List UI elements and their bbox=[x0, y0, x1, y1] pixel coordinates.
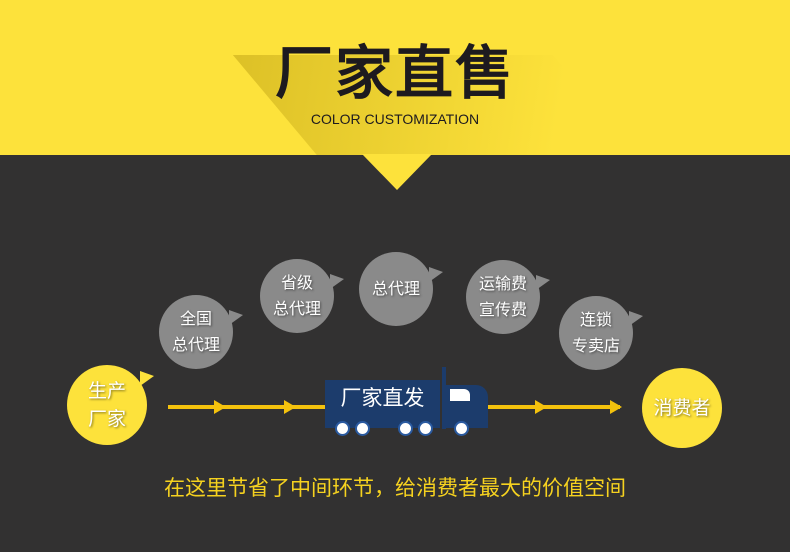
arrow-icon bbox=[214, 400, 226, 414]
bubble-line: 总代理 bbox=[171, 335, 220, 354]
truck-cargo: 厂家直发 bbox=[325, 380, 440, 428]
bubble-tail bbox=[536, 275, 550, 290]
truck-cab bbox=[446, 385, 488, 428]
bubble-national-agent: 全国总代理 bbox=[159, 295, 233, 369]
arrow-icon bbox=[610, 400, 622, 414]
wheel bbox=[355, 421, 370, 436]
arrow-icon bbox=[535, 400, 547, 414]
bubble-tail bbox=[330, 274, 344, 289]
truck-icon: 厂家直发 bbox=[325, 367, 490, 437]
bubble-tail bbox=[629, 311, 643, 326]
bubble-manufacturer: 生产厂家 bbox=[67, 365, 147, 445]
truck-window bbox=[450, 389, 470, 401]
bubble-line: 生产 bbox=[87, 380, 126, 402]
bubble-line: 总代理 bbox=[371, 279, 420, 298]
bubble-line: 消费者 bbox=[653, 397, 711, 419]
bubble-line: 全国 bbox=[179, 309, 212, 328]
page-title: 厂家直售 bbox=[274, 39, 515, 107]
truck-mast bbox=[442, 367, 446, 429]
header-banner: 厂家直售 COLOR CUSTOMIZATION bbox=[0, 0, 790, 155]
flow-line bbox=[488, 405, 620, 409]
bubble-transport-ad-fees: 运输费宣传费 bbox=[466, 260, 540, 334]
wheel bbox=[418, 421, 433, 436]
wheel bbox=[335, 421, 350, 436]
footer-slogan: 在这里节省了中间环节，给消费者最大的价值空间 bbox=[164, 476, 626, 500]
bubble-tail bbox=[229, 310, 243, 325]
bubble-chain-store: 连锁专卖店 bbox=[559, 296, 633, 370]
wheel bbox=[398, 421, 413, 436]
page-subtitle: COLOR CUSTOMIZATION bbox=[310, 111, 480, 127]
bubble-tail bbox=[429, 267, 443, 282]
bubble-line: 专卖店 bbox=[571, 336, 620, 355]
bubble-line: 厂家 bbox=[87, 408, 126, 430]
bubble-consumer: 消费者 bbox=[642, 368, 722, 448]
bubble-line: 省级 bbox=[280, 273, 313, 292]
bubble-line: 连锁 bbox=[579, 310, 612, 329]
arrow-icon bbox=[284, 400, 296, 414]
wheel bbox=[454, 421, 469, 436]
bubble-line: 运输费 bbox=[478, 274, 527, 293]
bubble-line: 总代理 bbox=[272, 299, 321, 318]
bubble-line: 宣传费 bbox=[478, 300, 527, 319]
flow-line bbox=[168, 405, 325, 409]
pointer-triangle bbox=[362, 154, 432, 190]
bubble-tail bbox=[140, 371, 154, 386]
bubble-general-agent: 总代理 bbox=[359, 252, 433, 326]
bubble-provincial-agent: 省级总代理 bbox=[260, 259, 334, 333]
